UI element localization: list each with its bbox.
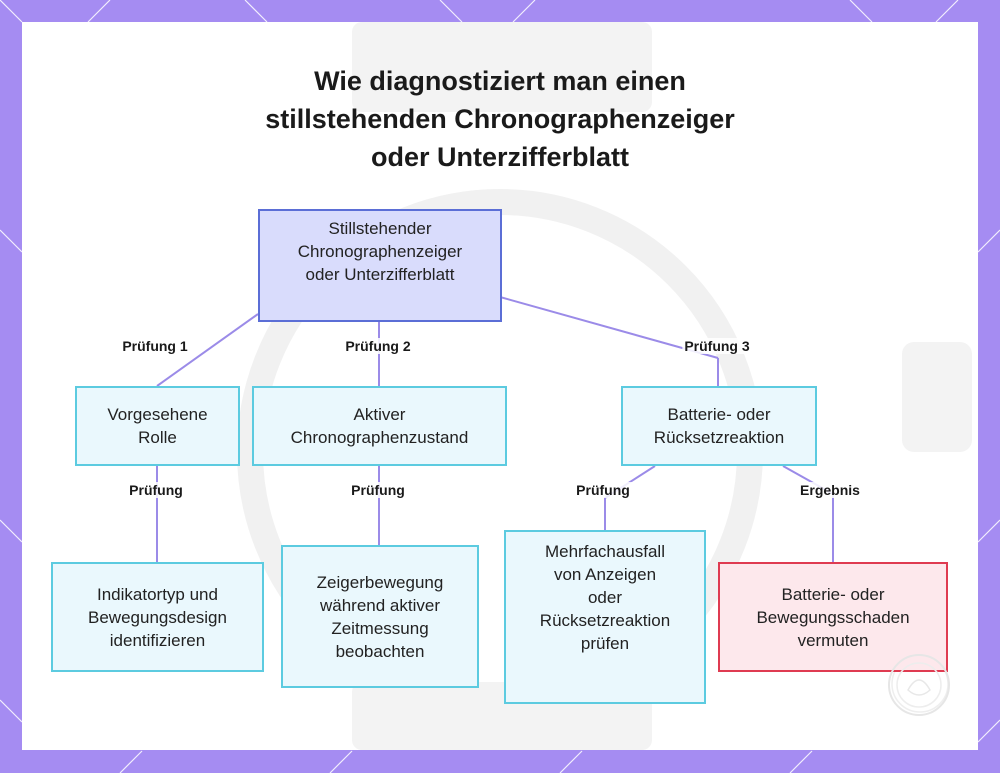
- edge-label-state-check: Prüfung: [349, 482, 407, 498]
- link-battery-check: [604, 465, 656, 530]
- link-root-battery: [499, 296, 719, 359]
- node-chrono-state: Aktiver Chronographenzustand: [252, 386, 507, 466]
- node-role: Vorgesehene Rolle: [75, 386, 240, 466]
- edge-label-battery-result: Ergebnis: [798, 482, 862, 498]
- node-identify: Indikatortyp und Bewegungsdesign identif…: [51, 562, 264, 672]
- node-battery-reset: Batterie- oder Rücksetzreaktion: [621, 386, 817, 466]
- edge-label-check3: Prüfung 3: [682, 338, 752, 354]
- link-battery-suspect: [782, 465, 834, 562]
- edge-label-check2: Prüfung 2: [343, 338, 413, 354]
- node-check-multi: Mehrfachausfall von Anzeigen oder Rückse…: [504, 530, 706, 704]
- edge-label-role-check: Prüfung: [127, 482, 185, 498]
- lion-logo: [888, 654, 950, 716]
- node-observe: Zeigerbewegung während aktiver Zeitmessu…: [281, 545, 479, 688]
- diagram-title: Wie diagnostiziert man einen stillstehen…: [265, 66, 735, 172]
- edge-label-battery-check: Prüfung: [574, 482, 632, 498]
- link-root-role: [156, 313, 259, 387]
- node-suspect: Batterie- oder Bewegungsschaden vermuten: [718, 562, 948, 672]
- node-root: Stillstehender Chronographenzeiger oder …: [258, 209, 502, 322]
- edge-label-check1: Prüfung 1: [120, 338, 190, 354]
